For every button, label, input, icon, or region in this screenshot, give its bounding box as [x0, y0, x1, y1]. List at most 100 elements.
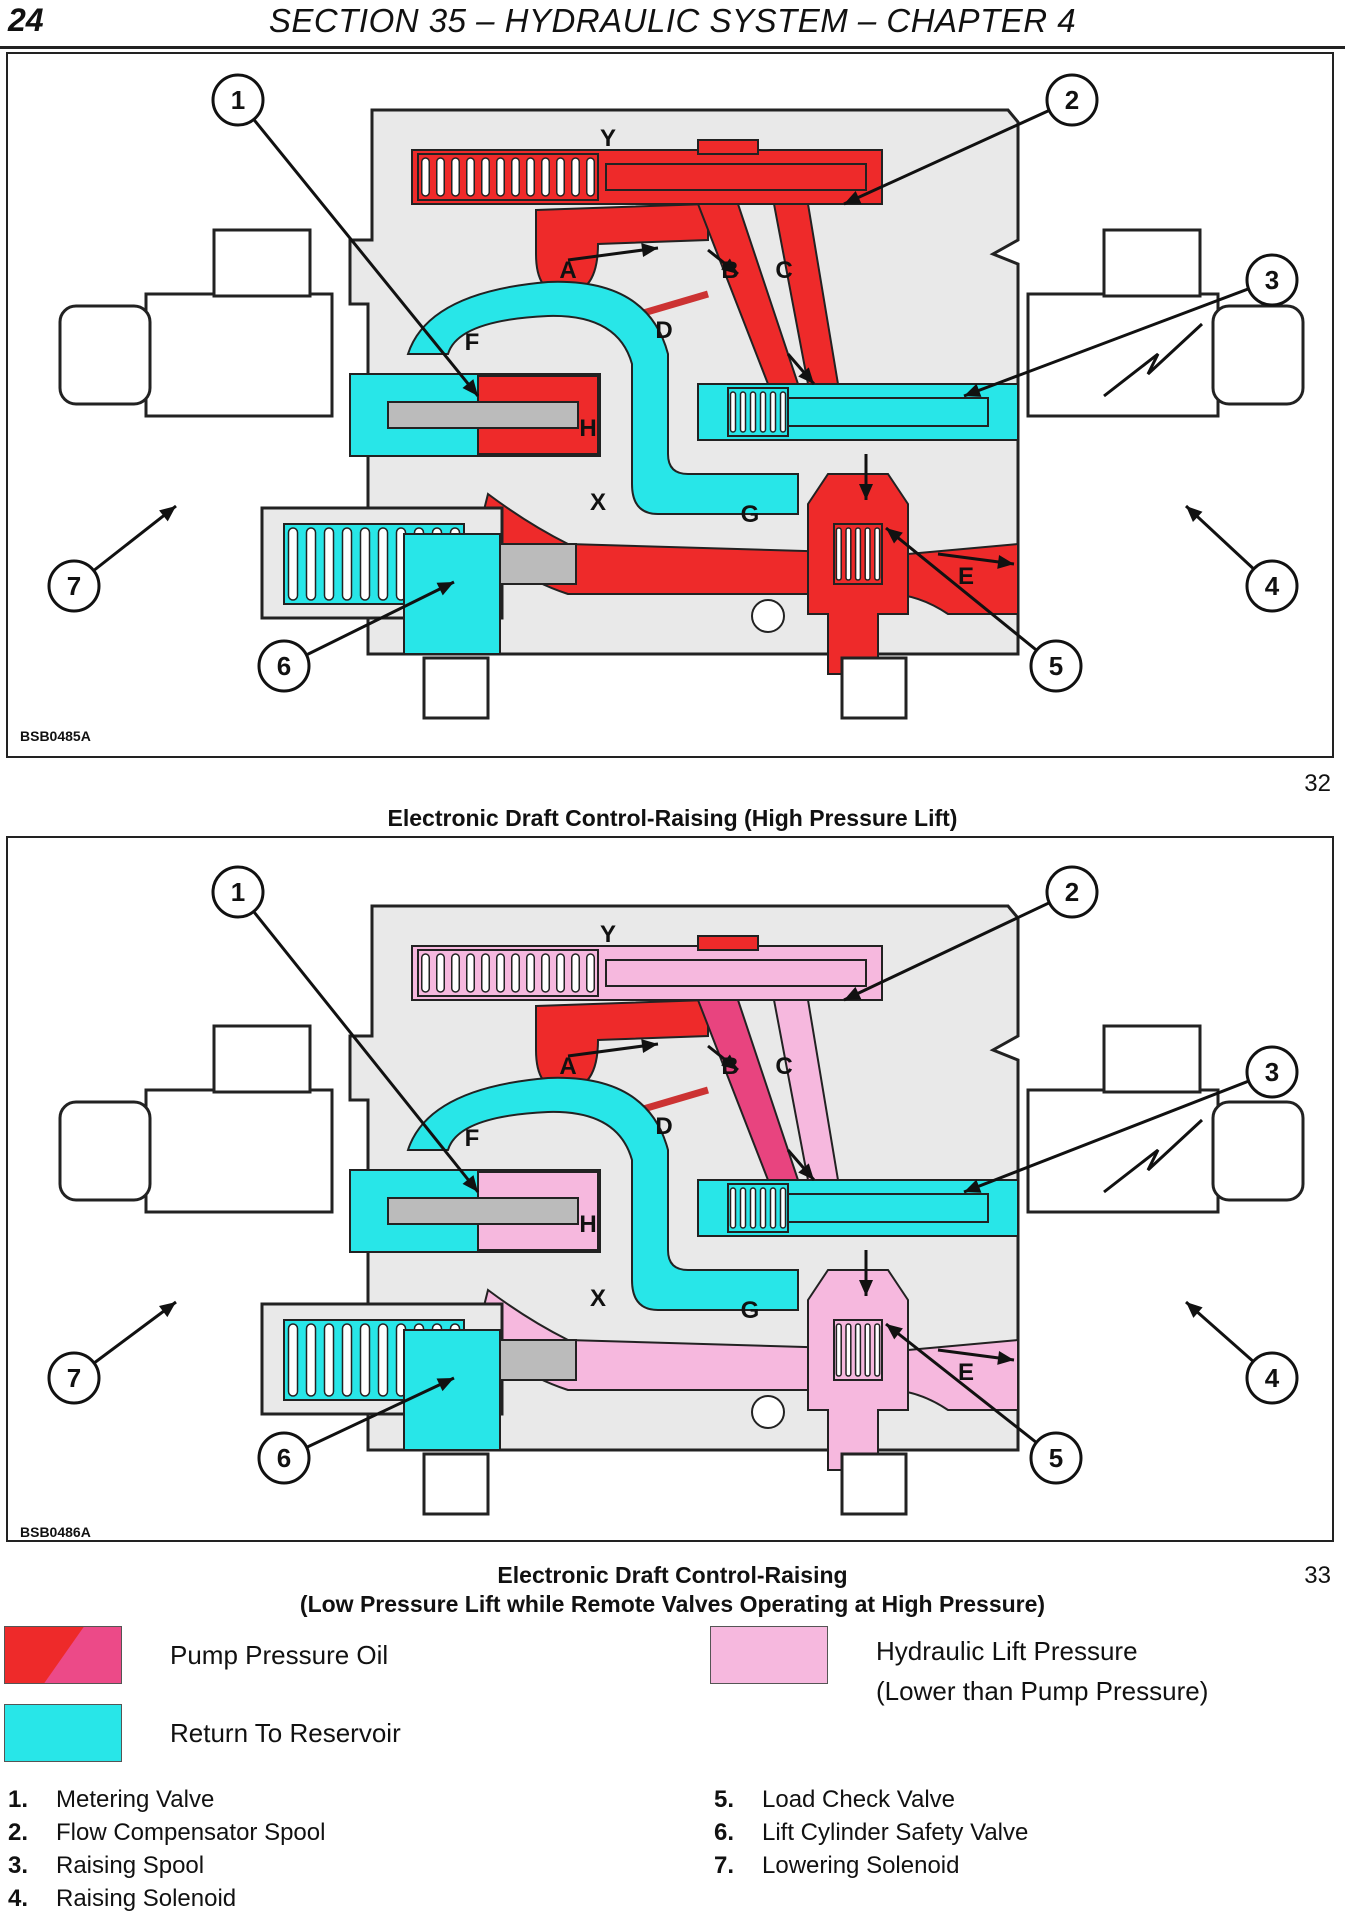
- callout-number: 6: [277, 1443, 291, 1473]
- figure-caption-line2: (Low Pressure Lift while Remote Valves O…: [299, 1591, 1046, 1617]
- bottom-port: [422, 1452, 490, 1516]
- leader-line: [843, 890, 1073, 1002]
- leader-line: [843, 98, 1073, 206]
- flow-compensator-spool: [605, 959, 867, 987]
- parts-list-left: 1.Metering Valve 2.Flow Compensator Spoo…: [8, 1786, 325, 1918]
- passage-label-b: B: [721, 257, 738, 284]
- spring: [417, 949, 599, 997]
- leader-line: [885, 1322, 1057, 1460]
- callout-circle: [1245, 253, 1299, 307]
- figure-caption-line1: Electronic Draft Control-Raising: [497, 1562, 848, 1588]
- spring: [727, 1183, 789, 1233]
- list-item: 3.Raising Spool: [8, 1852, 205, 1879]
- callout-number: 1: [231, 85, 245, 115]
- parts-list-right: 5.Load Check Valve 6.Lift Cylinder Safet…: [714, 1786, 1028, 1885]
- callout-circle: [47, 1351, 101, 1405]
- callout-circle: [211, 73, 265, 127]
- port-y: [697, 139, 759, 155]
- pump-pressure-swatch: [4, 1626, 122, 1684]
- lowering-solenoid: [58, 228, 334, 418]
- passage-label-e: E: [958, 1359, 974, 1386]
- passage-label-y: Y: [600, 921, 616, 948]
- leader-line: [963, 278, 1273, 398]
- callout-5: 5: [885, 526, 1083, 693]
- legend-return: Return To Reservoir: [170, 1718, 401, 1748]
- callout-circle: [1029, 639, 1083, 693]
- figure-number: 32: [1304, 770, 1331, 797]
- leader-line: [236, 891, 480, 1193]
- leader-line: [236, 99, 480, 397]
- callout-circle: [1245, 1351, 1299, 1405]
- callout-1: 1: [211, 73, 480, 397]
- header-rule: [0, 46, 1345, 49]
- list-item: 5.Load Check Valve: [714, 1786, 956, 1813]
- passage-f-g: [406, 1076, 799, 1311]
- callout-circle: [1245, 1045, 1299, 1099]
- safety-valve-return: [403, 1329, 501, 1451]
- list-item: 1.Metering Valve: [8, 1786, 215, 1813]
- callout-number: 4: [1265, 1363, 1280, 1393]
- figure-code: BSB0486A: [20, 1524, 91, 1540]
- list-item: 4.Raising Solenoid: [8, 1885, 237, 1912]
- list-item: 7.Lowering Solenoid: [714, 1852, 960, 1879]
- passage-label-a: A: [559, 1053, 576, 1080]
- list-item: 2.Flow Compensator Spool: [8, 1819, 326, 1846]
- callout-6: 6: [257, 580, 455, 693]
- leader-line: [283, 1376, 455, 1460]
- passage-label-b: B: [721, 1053, 738, 1080]
- callout-6: 6: [257, 1376, 455, 1485]
- callout-2: 2: [843, 865, 1099, 1002]
- passage-f-g: [406, 280, 799, 515]
- callout-3: 3: [963, 1045, 1299, 1194]
- raising-solenoid: [1026, 228, 1305, 418]
- callout-7: 7: [47, 504, 177, 613]
- bottom-port: [840, 656, 908, 720]
- passage-label-g: G: [741, 1297, 760, 1324]
- callout-number: 5: [1049, 1443, 1063, 1473]
- legend-lift-pressure-note: (Lower than Pump Pressure): [876, 1676, 1209, 1706]
- legend-pump-pressure: Pump Pressure Oil: [170, 1640, 389, 1670]
- spring: [833, 523, 883, 585]
- passage-label-g: G: [741, 501, 760, 528]
- raising-spool: [787, 397, 989, 427]
- passage-label-h: H: [579, 415, 596, 442]
- passage-label-d: D: [655, 1113, 672, 1140]
- callout-number: 2: [1065, 85, 1079, 115]
- passage-label-x: X: [590, 489, 606, 516]
- figure-caption: Electronic Draft Control-Raising (High P…: [387, 805, 958, 831]
- list-item: 6.Lift Cylinder Safety Valve: [714, 1819, 1029, 1846]
- raising-spool: [787, 1193, 989, 1223]
- callout-number: 2: [1065, 877, 1079, 907]
- callout-number: 1: [231, 877, 245, 907]
- callout-1: 1: [211, 865, 480, 1193]
- callout-4: 4: [1184, 504, 1299, 613]
- passage-label-a: A: [559, 257, 576, 284]
- passage-d: [639, 290, 709, 318]
- passage-label-y: Y: [600, 125, 616, 152]
- spring: [727, 387, 789, 437]
- callout-2: 2: [843, 73, 1099, 206]
- lift-pressure-swatch: [710, 1626, 828, 1684]
- return-swatch: [4, 1704, 122, 1762]
- callout-circle: [1045, 865, 1099, 919]
- passage-label-e: E: [958, 563, 974, 590]
- page-number: 24: [8, 2, 44, 38]
- passage-label-c: C: [775, 257, 792, 284]
- callout-number: 4: [1265, 571, 1280, 601]
- passage-label-h: H: [579, 1211, 596, 1238]
- port-y: [697, 935, 759, 951]
- page-header: 24 SECTION 35 – HYDRAULIC SYSTEM – CHAPT…: [0, 0, 1345, 52]
- passage-d: [639, 1086, 709, 1114]
- callout-circle: [257, 1431, 311, 1485]
- passage-label-d: D: [655, 317, 672, 344]
- callout-5: 5: [885, 1322, 1083, 1485]
- callout-number: 5: [1049, 651, 1063, 681]
- callout-circle: [211, 865, 265, 919]
- passage-label-x: X: [590, 1285, 606, 1312]
- figure-code: BSB0485A: [20, 728, 91, 744]
- figure-number: 33: [1304, 1562, 1331, 1589]
- callout-number: 3: [1265, 265, 1279, 295]
